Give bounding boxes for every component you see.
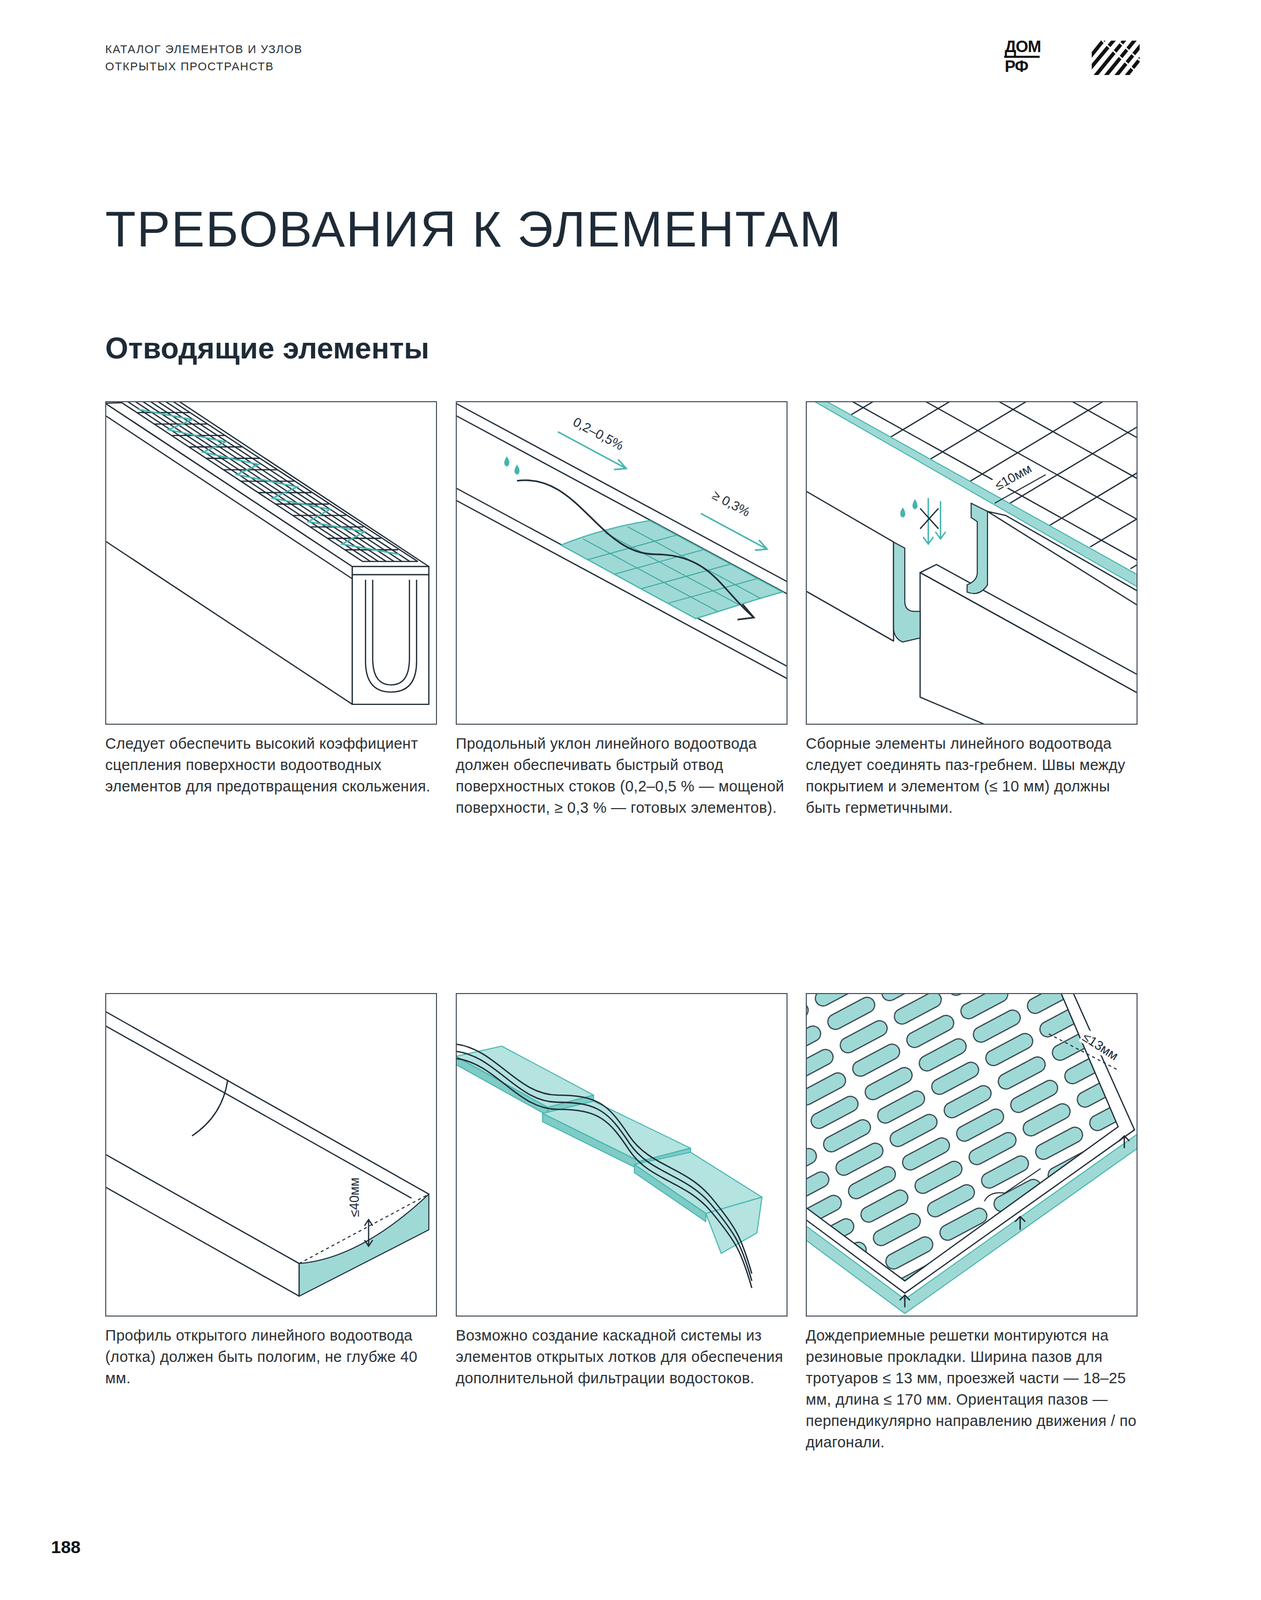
drawing-path [920, 508, 939, 529]
drawing-path [105, 415, 353, 579]
drawing-path [893, 541, 921, 642]
caption-block: Дождеприемные решетки монтируются на рез… [805, 1324, 1138, 1453]
drawing-polygon [705, 1196, 763, 1254]
page-number: 188 [51, 1537, 81, 1556]
drawing-g [900, 498, 918, 518]
drawing-line [352, 573, 429, 576]
drawing-path [105, 1010, 429, 1296]
drawing-path [298, 1193, 429, 1296]
drawing-path [737, 604, 754, 620]
caption-block: Профиль открытого линейного водоотвода (… [105, 1324, 438, 1389]
drawing-path [935, 501, 946, 539]
panel-caption: Дождеприемные решетки монтируются на рез… [805, 1324, 1138, 1453]
illustration-panel: Следует обеспечить высокий коэффициент с… [105, 401, 438, 725]
channel-drain-illustration [105, 401, 438, 725]
drawing-g [1102, 40, 1140, 76]
drawing-polygon [805, 490, 894, 641]
panel-caption: Продольный уклон линейного водоотвода до… [455, 732, 788, 819]
drawing-g [105, 401, 429, 705]
caption-block: Сборные элементы линейного водоотвода сл… [805, 732, 1138, 819]
drawing-path [365, 579, 417, 692]
panel-caption: Следует обеспечить высокий коэффициент с… [105, 732, 438, 797]
drawing-path [1102, 40, 1140, 76]
drawing-path [984, 1168, 1041, 1202]
caption-block: Возможно создание каскадной системы из э… [455, 1324, 788, 1389]
drawing-path [899, 1294, 910, 1308]
drawing-path [1119, 1135, 1130, 1148]
drawing-path [805, 401, 1138, 725]
illustration-panel: Сборные элементы линейного водоотвода сл… [805, 401, 1138, 725]
drawing-path [504, 456, 510, 467]
drawing-polygon [105, 401, 429, 567]
panel-caption: Возможно создание каскадной системы из э… [455, 1324, 788, 1389]
running-header: КАТАЛОГ ЭЛЕМЕНТОВ И УЗЛОВ ОТКРЫТЫХ ПРОСТ… [105, 40, 356, 76]
drawing-path [455, 1043, 752, 1274]
caption-block: Продольный уклон линейного водоотвода до… [455, 732, 788, 819]
drawing-path [298, 1193, 429, 1264]
slope-label: 0,2–0,5% [569, 413, 628, 454]
logo-text: РФ [1004, 58, 1029, 76]
drawing-polygon [455, 1055, 548, 1116]
drawing-g [557, 431, 768, 551]
drawing-path [364, 1219, 373, 1246]
drawing-path [1091, 40, 1140, 76]
drawing-path [138, 409, 400, 555]
drawing-path [514, 464, 520, 475]
section-heading: Отводящие элементы [105, 333, 430, 364]
illustration-panel: Возможно создание каскадной системы из э… [455, 992, 788, 1317]
stripe-logo [1091, 40, 1140, 76]
drawing-path [900, 507, 906, 518]
drawing-polygon [920, 572, 1138, 725]
drawing-polygon [805, 992, 1135, 1293]
drawing-g [455, 1043, 752, 1288]
drawing-polygon [805, 992, 1119, 1281]
drawing-g [899, 1135, 1130, 1307]
drawing-path [700, 513, 767, 551]
cascade-illustration [455, 992, 788, 1317]
drawing-rect [1004, 55, 1040, 58]
drawing-rect [352, 566, 429, 704]
dimension-label: ≤40мм [346, 1175, 362, 1219]
drawing-path [517, 480, 755, 618]
drawing-polygon [634, 1164, 706, 1222]
drawing-g [1091, 40, 1140, 76]
illustration-panel: Профиль открытого линейного водоотвода (… [105, 992, 438, 1317]
drawing-path [1015, 1216, 1026, 1230]
drawing-path [560, 520, 783, 619]
page-title: ТРЕБОВАНИЯ К ЭЛЕМЕНТАМ [105, 204, 843, 255]
drawing-path [455, 403, 788, 679]
panel-caption: Сборные элементы линейного водоотвода сл… [805, 732, 1138, 819]
drawing-path [455, 1057, 752, 1288]
slope-label: ≥ 0,3% [708, 486, 754, 520]
drawing-path [967, 503, 988, 594]
drawing-g [105, 1010, 429, 1296]
caption-block: Следует обеспечить высокий коэффициент с… [105, 732, 438, 797]
joint-illustration [805, 401, 1138, 725]
drawing-g [504, 456, 520, 475]
drawing-g [805, 401, 1138, 725]
drawing-g [455, 403, 788, 679]
drawing-polygon [119, 401, 418, 562]
logo-text: ДОМ [1004, 38, 1041, 56]
drawing-path [455, 1051, 752, 1281]
drawing-g [455, 1045, 763, 1254]
tray-profile-illustration [105, 992, 438, 1317]
drawing-polygon [542, 1113, 640, 1170]
drawing-g [805, 490, 1138, 725]
drawing-polygon [987, 511, 1138, 606]
panel-caption: Профиль открытого линейного водоотвода (… [105, 1324, 438, 1389]
drawing-path [127, 401, 410, 562]
drawing-path [912, 498, 918, 510]
drawing-path [192, 1079, 229, 1136]
